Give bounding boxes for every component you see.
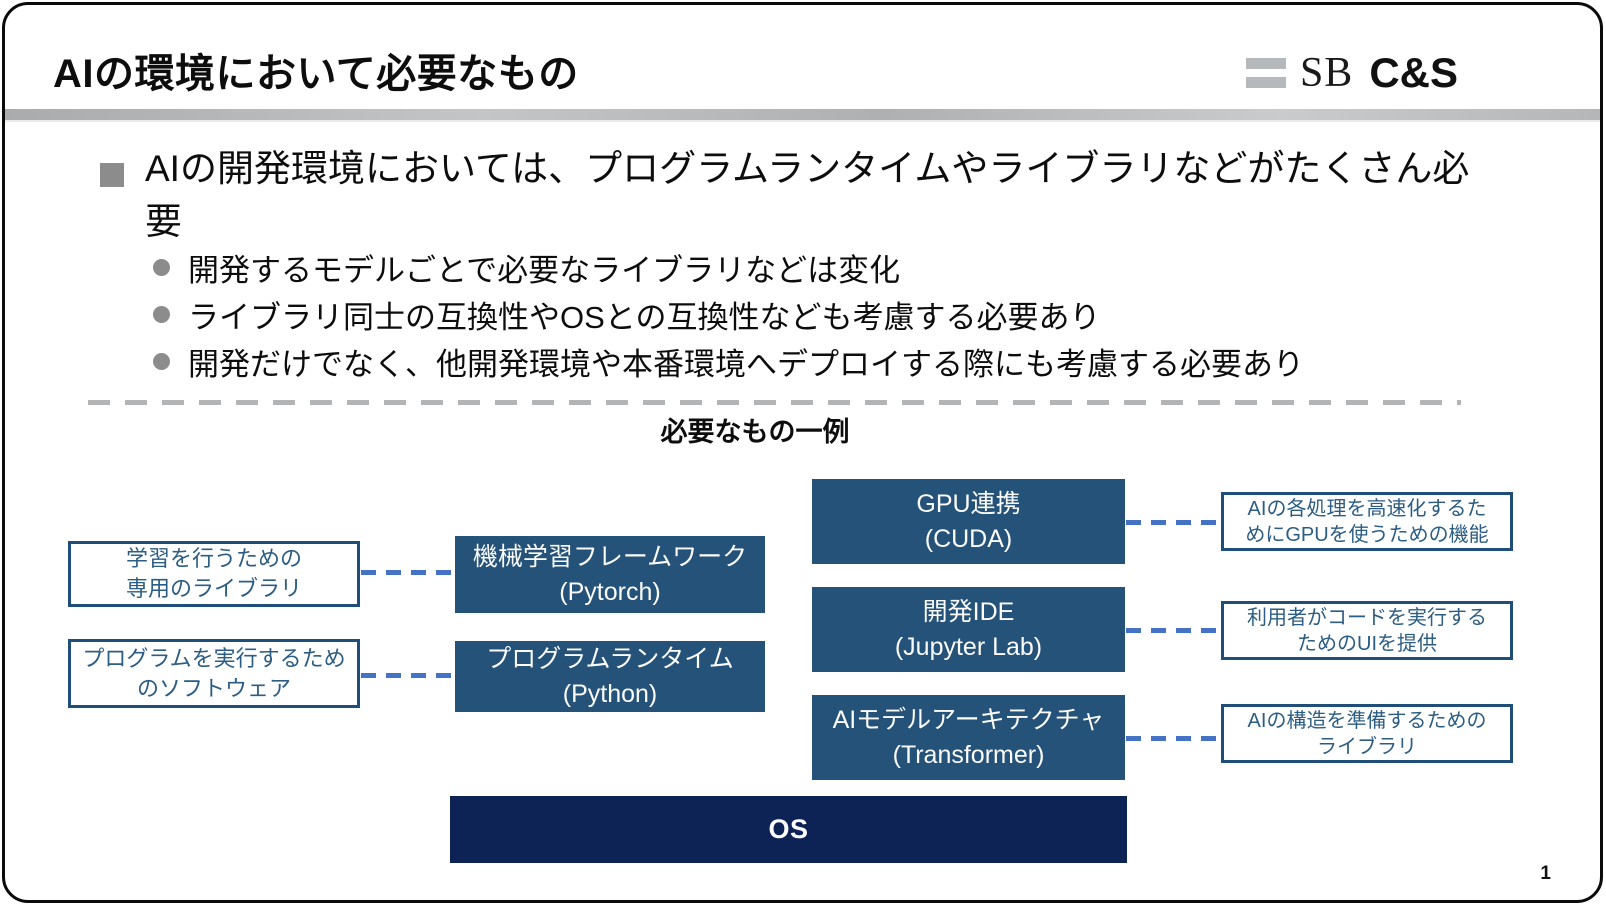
note-line: ためのUIを提供 <box>1297 632 1437 655</box>
circle-bullet-icon <box>153 353 170 370</box>
component-line: 機械学習フレームワーク <box>472 542 748 571</box>
component-box-program-runtime: プログラムランタイム (Python) <box>455 641 765 712</box>
note-line: 利用者がコードを実行する <box>1247 606 1487 629</box>
dashed-connector <box>1126 736 1220 741</box>
component-box-ml-framework: 機械学習フレームワーク (Pytorch) <box>455 536 765 613</box>
circle-bullet-icon <box>153 259 170 276</box>
note-line: プログラムを実行するため <box>82 645 346 671</box>
sbcs-logo: SB C&S <box>1245 49 1458 97</box>
logo-cs-text: C&S <box>1369 49 1458 96</box>
logo-sb-text: SB <box>1299 50 1354 96</box>
component-line: GPU連携 <box>916 489 1021 518</box>
note-line: ライブラリ <box>1317 735 1417 758</box>
dashed-connector <box>361 673 454 678</box>
component-line: (Python) <box>562 679 658 708</box>
note-line: のソフトウェア <box>136 675 291 701</box>
page-number: 1 <box>1540 863 1551 884</box>
component-box-ide-jupyter: 開発IDE (Jupyter Lab) <box>812 587 1125 672</box>
component-box-gpu-cuda: GPU連携 (CUDA) <box>812 479 1125 564</box>
note-box-runtime-software: プログラムを実行するため のソフトウェア <box>68 639 360 708</box>
component-line: 開発IDE <box>922 597 1015 626</box>
dashed-divider <box>88 400 1461 405</box>
component-line: (CUDA) <box>924 524 1013 553</box>
component-box-model-transformer: AIモデルアーキテクチャ (Transformer) <box>812 695 1125 780</box>
list-item: 開発するモデルごとで必要なライブラリなどは変化 <box>153 248 1304 288</box>
note-box-ui-provide: 利用者がコードを実行する ためのUIを提供 <box>1221 601 1513 660</box>
component-line: AIモデルアーキテクチャ <box>832 705 1105 734</box>
sub-bullet-list: 開発するモデルごとで必要なライブラリなどは変化 ライブラリ同士の互換性やOSとの… <box>153 248 1304 382</box>
diagram-heading: 必要なもの一例 <box>660 417 850 447</box>
sub-bullet-text: 開発するモデルごとで必要なライブラリなどは変化 <box>188 253 901 288</box>
note-line: 専用のライブラリ <box>125 576 302 601</box>
dashed-connector <box>1126 628 1220 633</box>
note-box-training-library: 学習を行うための 専用のライブラリ <box>68 541 360 607</box>
sub-bullet-text: ライブラリ同士の互換性やOSとの互換性なども考慮する必要あり <box>188 300 1101 335</box>
note-line: 学習を行うための <box>125 546 302 572</box>
header-divider-band <box>5 109 1600 122</box>
note-line: めにGPUを使うための機能 <box>1245 523 1489 546</box>
list-item: 開発だけでなく、他開発環境や本番環境へデプロイする際にも考慮する必要あり <box>153 342 1304 382</box>
note-line: AIの構造を準備するための <box>1247 709 1487 732</box>
circle-bullet-icon <box>153 306 170 323</box>
note-box-structure-library: AIの構造を準備するための ライブラリ <box>1221 704 1513 763</box>
square-bullet-icon <box>100 163 124 187</box>
dashed-connector <box>361 570 454 575</box>
note-box-gpu-acceleration: AIの各処理を高速化するた めにGPUを使うための機能 <box>1221 492 1513 551</box>
main-bullet-text: AIの開発環境においては、プログラムランタイムやライブラリなどがたくさん必要 <box>145 148 1470 242</box>
component-line: プログラムランタイム <box>486 644 734 673</box>
sub-bullet-text: 開発だけでなく、他開発環境や本番環境へデプロイする際にも考慮する必要あり <box>188 347 1304 382</box>
os-base-box: OS <box>450 796 1127 863</box>
component-line: (Jupyter Lab) <box>894 632 1043 661</box>
dashed-connector <box>1126 520 1220 525</box>
page-title: AIの環境において必要なもの <box>53 52 579 96</box>
component-line: (Pytorch) <box>559 577 661 606</box>
softbank-bars-icon <box>1245 58 1286 88</box>
note-line: AIの各処理を高速化するた <box>1247 497 1487 520</box>
list-item: ライブラリ同士の互換性やOSとの互換性なども考慮する必要あり <box>153 295 1304 335</box>
component-line: (Transformer) <box>892 740 1045 769</box>
